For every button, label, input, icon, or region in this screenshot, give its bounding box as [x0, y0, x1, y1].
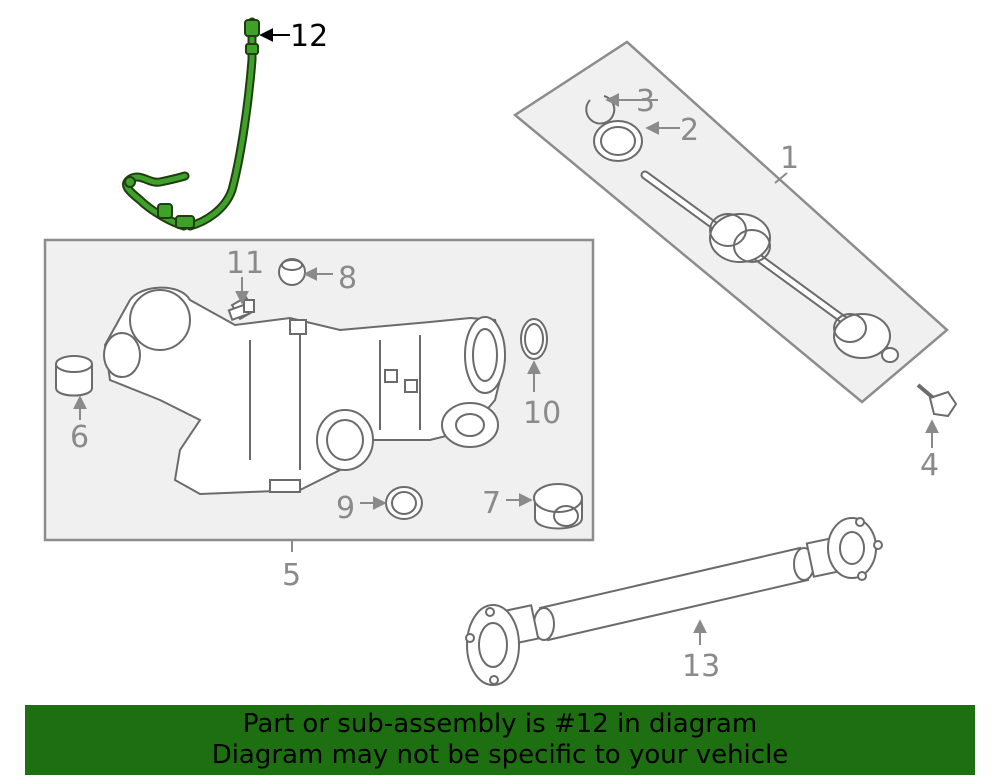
differential-housing[interactable] — [103, 286, 507, 496]
part-7-bushing[interactable] — [533, 483, 583, 530]
callout-7: 7 — [482, 486, 501, 521]
callout-3: 3 — [636, 84, 655, 119]
part-6-mount[interactable] — [55, 355, 93, 397]
callout-9: 9 — [336, 491, 355, 526]
banner-line-1: Part or sub-assembly is #12 in diagram — [242, 709, 758, 739]
callout-2: 2 — [680, 113, 699, 148]
notice-banner: Part or sub-assembly is #12 in diagram D… — [25, 705, 975, 775]
callout-6: 6 — [70, 420, 89, 455]
callout-13: 13 — [682, 649, 720, 684]
part-11-breather[interactable] — [227, 299, 255, 322]
part-10-seal[interactable] — [520, 318, 548, 360]
callout-11: 11 — [226, 246, 264, 281]
callout-4: 4 — [920, 448, 939, 483]
axle-shaft-panel — [512, 40, 958, 418]
part-4-bolt[interactable] — [916, 383, 958, 418]
part-12-sensor-cable[interactable] — [122, 17, 260, 231]
part-8-plug[interactable] — [278, 258, 306, 286]
differential-panel — [43, 238, 595, 542]
banner-line-2: Diagram may not be specific to your vehi… — [211, 740, 789, 770]
callout-12: 12 — [290, 19, 328, 54]
callout-1: 1 — [780, 141, 799, 176]
callout-8: 8 — [338, 261, 357, 296]
callout-10: 10 — [523, 396, 561, 431]
callout-5: 5 — [282, 558, 301, 593]
part-9-seal[interactable] — [385, 486, 423, 520]
part-1-axle-shaft[interactable] — [640, 170, 899, 363]
part-13-drive-shaft[interactable] — [465, 517, 883, 686]
